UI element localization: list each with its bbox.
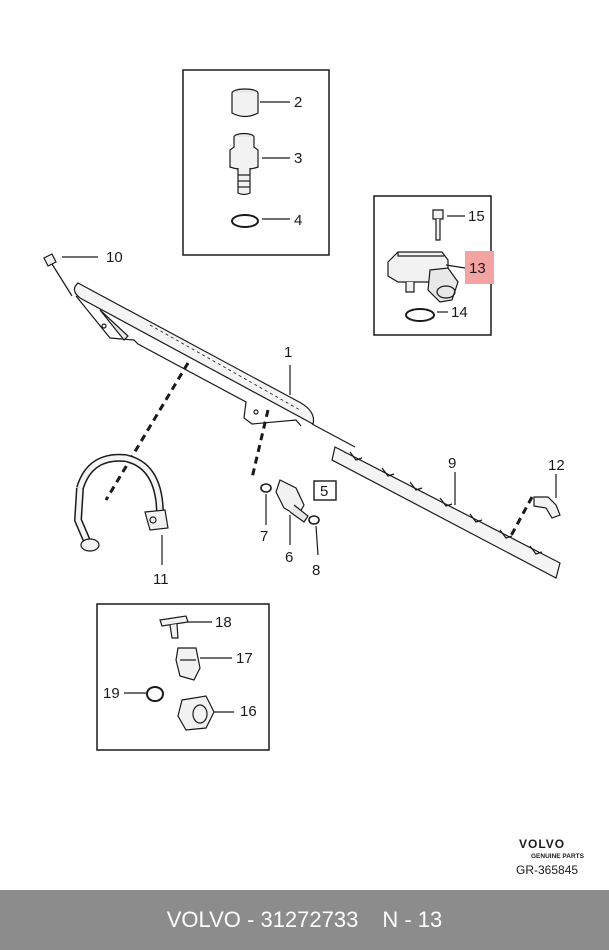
callout-15[interactable]: 15 [468,208,485,225]
part-3-valve-shape [229,132,259,196]
callout-12[interactable]: 12 [548,457,565,474]
diagram-reference: GR-365845 [516,863,578,877]
callout-10[interactable]: 10 [106,249,123,266]
footer-bar: VOLVO - 31272733 N - 13 [0,890,609,950]
part-6-injector-shape [275,479,309,523]
footer-position: N - 13 [382,907,443,932]
callout-1[interactable]: 1 [284,344,292,361]
part-12-plug-shape [533,496,561,519]
callout-2[interactable]: 2 [294,94,302,111]
callout-9[interactable]: 9 [448,455,456,472]
part-16-connector-shape [177,695,215,731]
part-10-bolt-shape [43,253,73,297]
callout-19[interactable]: 19 [103,685,120,702]
part-2-cap-shape [231,88,259,118]
callout-8[interactable]: 8 [312,562,320,579]
brand-subtitle: GENUINE PARTS [531,853,585,860]
callout-11[interactable]: 11 [153,571,169,588]
part-1-fuel-rail-shape [73,282,315,427]
part-8-oring-shape [308,515,320,525]
callout-5-box [313,480,337,501]
part-17-clip-shape [175,647,201,681]
callout-3[interactable]: 3 [294,150,302,167]
callout-6[interactable]: 6 [285,549,293,566]
part-9-harness-shape [331,446,561,579]
footer-part-number: VOLVO - 31272733 [166,907,359,932]
callout-5[interactable]: 5 [320,483,328,500]
part-4-oring-shape [231,214,259,228]
callout-17[interactable]: 17 [236,650,253,667]
part-11-hose-shape [73,453,169,552]
callout-7[interactable]: 7 [260,528,268,545]
callout-4[interactable]: 4 [294,212,302,229]
brand-logo: VOLVO [519,837,565,851]
detail-box-top [182,69,330,256]
highlight-callout-13 [465,251,494,284]
part-13-sensor-shape [387,251,459,303]
part-7-oring-shape [260,483,272,493]
part-14-oring-shape [405,308,435,322]
parts-diagram: 1 2 3 4 5 6 7 8 9 10 11 12 13 14 15 16 1… [43,69,585,877]
part-19-oring-shape [146,686,164,702]
part-15-bolt-shape [432,209,444,241]
callout-13[interactable]: 13 [469,260,486,277]
callout-18[interactable]: 18 [215,614,232,631]
callout-16[interactable]: 16 [240,703,257,720]
part-18-screw-shape [159,615,189,639]
detail-box-bottom [96,603,270,751]
callout-14[interactable]: 14 [451,304,468,321]
